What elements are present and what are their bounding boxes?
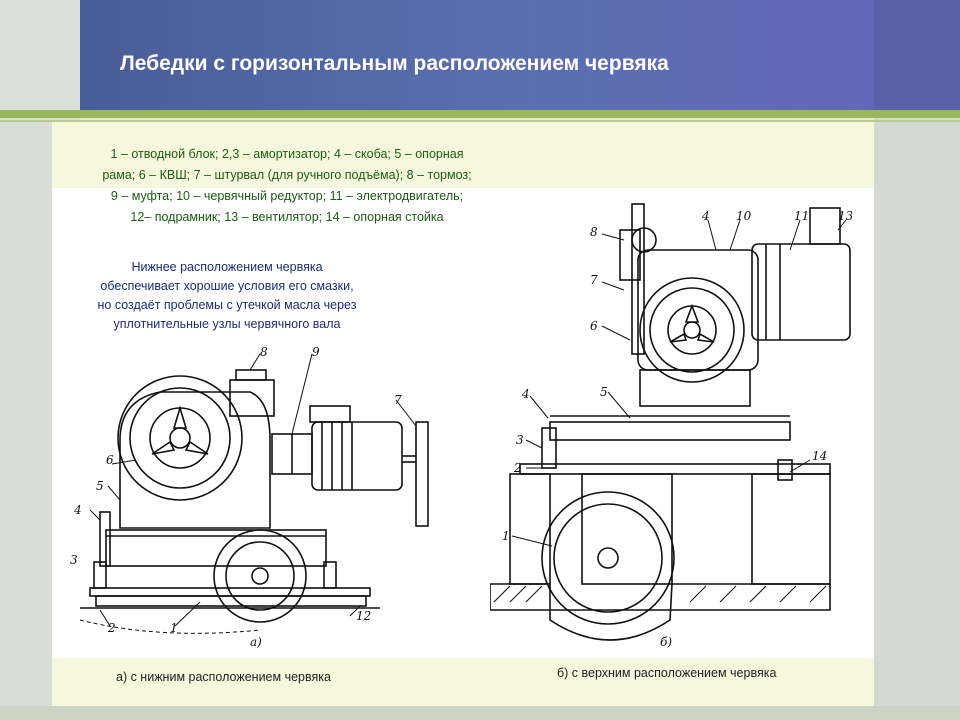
caption-lower-worm: а) с нижним расположением червяка <box>116 670 331 684</box>
winch-drawing-lower-worm: 6 5 4 3 2 1 8 9 7 12 а) <box>70 345 429 649</box>
header-right-block <box>874 0 960 110</box>
label-12: 12 <box>356 609 371 623</box>
label-4: 4 <box>521 387 530 401</box>
label-10: 10 <box>736 209 752 223</box>
note-line: уплотнительные узлы червячного вала <box>113 317 341 331</box>
label-3: 3 <box>516 433 524 447</box>
winch-drawing-upper-worm: 8 7 6 4 10 11 13 5 4 3 2 1 14 б) <box>490 203 852 649</box>
label-4-top: 4 <box>701 209 710 223</box>
legend-line: 12– подрамник; 13 – вентилятор; 14 – опо… <box>130 210 444 224</box>
label-3: 3 <box>70 553 78 567</box>
legend-line: рама; 6 – КВШ; 7 – штурвал (для ручного … <box>102 168 472 182</box>
label-4: 4 <box>73 503 82 517</box>
label-8: 8 <box>260 345 268 359</box>
label-11: 11 <box>794 209 809 223</box>
lubrication-note: Нижнее расположением червяка обеспечивае… <box>62 258 392 334</box>
label-7: 7 <box>590 273 598 287</box>
label-2: 2 <box>513 461 522 475</box>
label-9: 9 <box>312 345 320 359</box>
label-7: 7 <box>394 393 402 407</box>
label-6: 6 <box>590 319 598 333</box>
accent-bar <box>0 110 960 118</box>
label-1: 1 <box>502 529 510 543</box>
label-1: 1 <box>170 621 178 635</box>
note-line: но создаёт проблемы с утечкой масла чере… <box>97 298 357 312</box>
legend-line: 9 – муфта; 10 – червячный редуктор; 11 –… <box>110 189 464 203</box>
label-5: 5 <box>96 479 104 493</box>
label-2: 2 <box>107 621 116 635</box>
label-6: 6 <box>106 453 114 467</box>
slide-title: Лебедки с горизонтальным расположением ч… <box>120 52 669 75</box>
legend-line: 1 – отводной блок; 2,3 – амортизатор; 4 … <box>110 147 464 161</box>
header-band <box>80 0 874 110</box>
bottom-strip <box>0 706 960 720</box>
note-line: обеспечивает хорошие условия его смазки, <box>100 279 354 293</box>
caption-upper-worm: б) с верхним расположением червяка <box>557 666 777 680</box>
parts-legend: 1 – отводной блок; 2,3 – амортизатор; 4 … <box>52 144 522 228</box>
label-14: 14 <box>812 449 827 463</box>
note-line: Нижнее расположением червяка <box>131 260 323 274</box>
label-5: 5 <box>600 385 608 399</box>
accent-line <box>0 120 960 122</box>
label-13: 13 <box>838 209 852 223</box>
label-8: 8 <box>590 225 598 239</box>
sublabel-a: а) <box>250 635 262 649</box>
sublabel-b: б) <box>660 635 672 649</box>
header-left-block <box>0 0 80 110</box>
figure-area <box>52 188 874 658</box>
